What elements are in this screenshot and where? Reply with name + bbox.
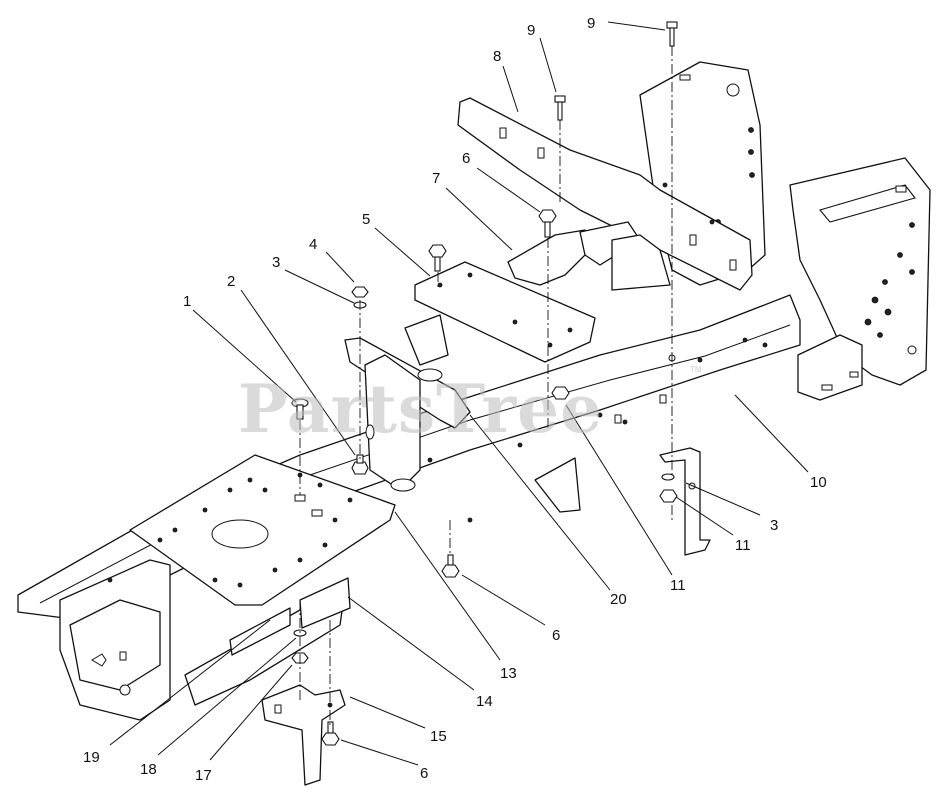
callout-6-bottom: 6 (420, 765, 428, 782)
callout-6-middle: 6 (552, 627, 560, 644)
callout-6-top: 6 (462, 150, 470, 167)
callout-9-left: 9 (527, 22, 535, 39)
callout-7: 7 (432, 170, 440, 187)
watermark-text: PartsTree (238, 370, 603, 448)
callout-2: 2 (227, 273, 235, 290)
partstree-watermark: PartsTree TM (238, 365, 702, 448)
callout-19: 19 (83, 749, 100, 766)
callout-3-right: 3 (770, 517, 778, 534)
callout-11-center: 11 (670, 577, 686, 594)
callout-1: 1 (183, 293, 191, 310)
callout-13: 13 (500, 665, 517, 682)
callout-17: 17 (195, 767, 212, 784)
callout-10: 10 (810, 474, 827, 491)
bottom-brackets (261, 447, 711, 786)
deck-plate (129, 454, 396, 606)
callout-18: 18 (140, 761, 157, 778)
leader-lines (109, 21, 809, 766)
callout-labels: 1 2 3 3 4 5 6 6 6 7 8 9 9 10 11 11 13 14… (83, 15, 827, 784)
callout-11-right: 11 (735, 537, 751, 554)
watermark-trademark: TM (690, 365, 702, 374)
callout-15: 15 (430, 728, 447, 745)
callout-5: 5 (362, 211, 370, 228)
callout-4: 4 (309, 236, 317, 253)
callout-8: 8 (493, 48, 501, 65)
callout-3-left: 3 (272, 254, 280, 271)
callout-14: 14 (476, 693, 493, 710)
upper-brackets (344, 97, 753, 492)
callout-9-right: 9 (587, 15, 595, 32)
callout-20: 20 (610, 591, 627, 608)
center-lines (299, 46, 673, 725)
main-frame (17, 294, 801, 721)
